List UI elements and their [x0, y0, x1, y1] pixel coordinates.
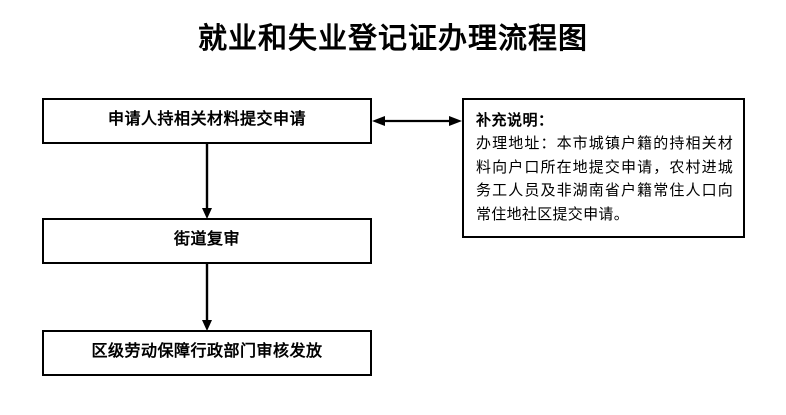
flow-node-review-label: 街道复审 [173, 229, 240, 248]
connector-apply-to-note [372, 116, 462, 126]
flow-node-apply-label: 申请人持相关材料提交申请 [107, 109, 306, 128]
flow-node-issue[interactable]: 区级劳动保障行政部门审核发放 [42, 330, 372, 376]
flow-node-review[interactable]: 街道复审 [42, 218, 372, 264]
connector-review-to-issue [202, 264, 212, 331]
flow-node-apply[interactable]: 申请人持相关材料提交申请 [42, 98, 372, 144]
flow-node-issue-label: 区级劳动保障行政部门审核发放 [91, 341, 323, 360]
note-box-body: 办理地址：本市城镇户籍的持相关材料向户口所在地提交申请，农村进城务工人员及非湖南… [476, 134, 733, 223]
note-box[interactable]: 补充说明： 办理地址：本市城镇户籍的持相关材料向户口所在地提交申请，农村进城务工… [462, 98, 745, 238]
connector-apply-to-review [202, 144, 212, 219]
page-title: 就业和失业登记证办理流程图 [197, 21, 588, 55]
note-box-title: 补充说明： [476, 111, 554, 129]
